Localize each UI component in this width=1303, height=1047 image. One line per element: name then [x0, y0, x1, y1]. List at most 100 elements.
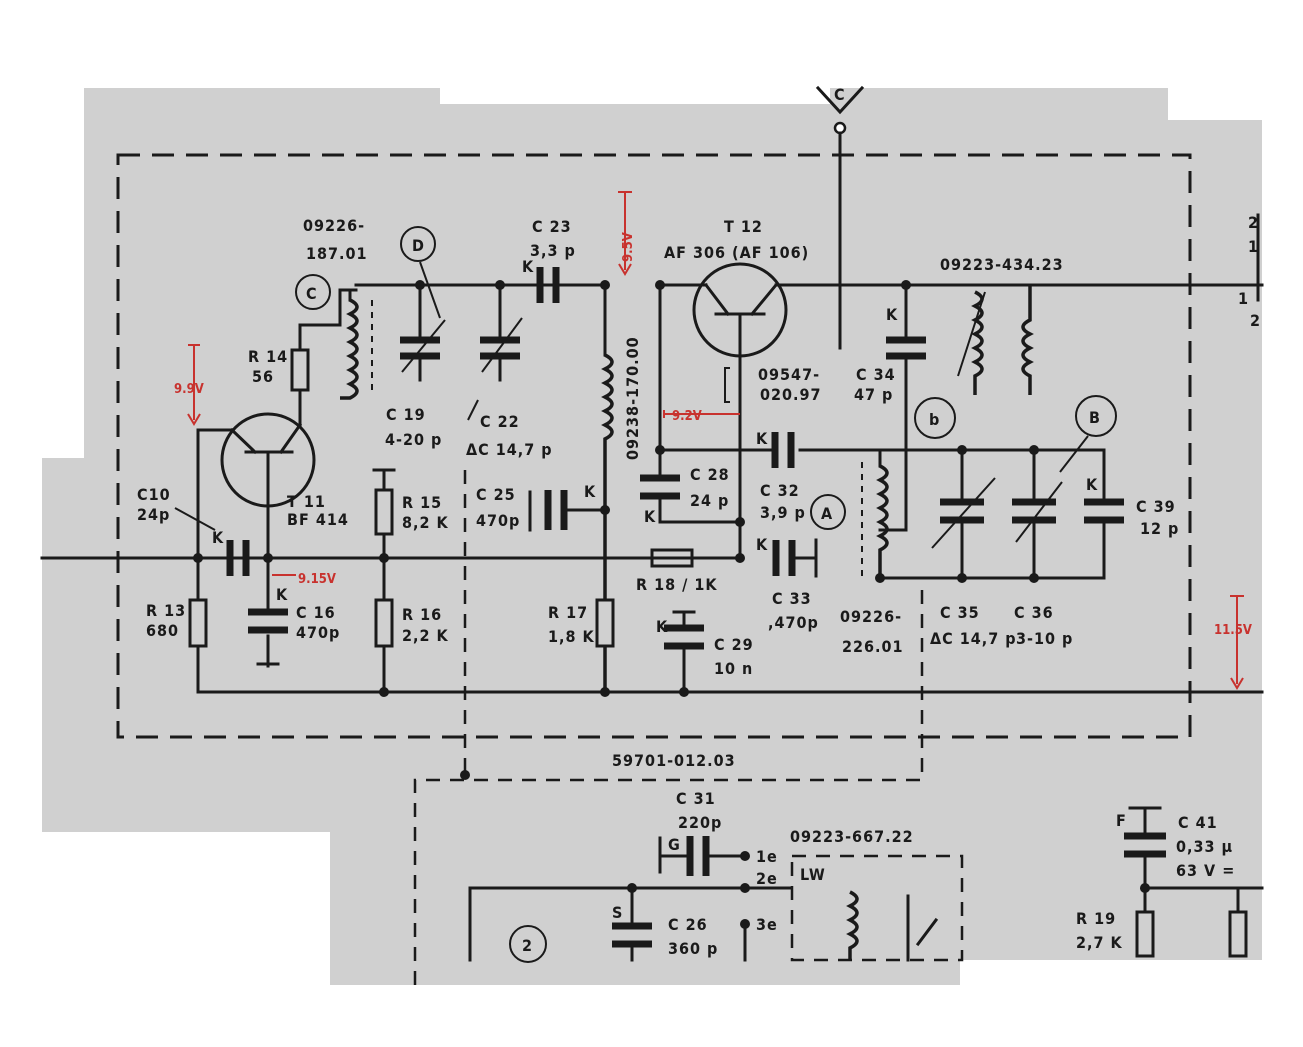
t11-base-wire: [196, 428, 234, 560]
c22-value: ΔC 14,7 p: [466, 440, 553, 459]
junction-dot: [957, 573, 967, 583]
marker-b-upper: [1075, 395, 1117, 437]
junction-dot: [379, 687, 389, 697]
junction-dot: [901, 280, 911, 290]
capacitor-c19: [400, 336, 440, 360]
r13-name: R 13: [146, 601, 186, 620]
t11-type: BF 414: [287, 510, 349, 529]
pin-k-c10: K: [212, 528, 224, 547]
marker-c: [295, 274, 331, 310]
r15-name: R 15: [402, 493, 442, 512]
capacitor-c26: [612, 922, 652, 948]
c28-value: 24 p: [690, 491, 729, 510]
junction-dot: [957, 445, 967, 455]
c36-trimmer-arrow: [1015, 435, 1089, 543]
t12-type: AF 306 (AF 106): [664, 243, 809, 262]
coil-09223-434-secondary: [1021, 285, 1034, 395]
module-part-number: 59701-012.03: [612, 751, 736, 770]
c41-wire: [1128, 806, 1162, 890]
voltage-t11-emitter: 9.15V: [298, 572, 336, 587]
c10-value: 24p: [137, 505, 170, 524]
pin-1e: 1e: [756, 847, 778, 866]
t12-electrodes: [703, 282, 779, 358]
voltage-t12-collector: 9.2V: [672, 409, 702, 424]
resistor-r19: [1135, 910, 1155, 958]
junction-dot: [735, 517, 745, 527]
pin-k-c34: K: [886, 305, 898, 324]
c31-value: 220p: [678, 813, 722, 832]
resistor-r18: [650, 548, 694, 568]
edge-digit-1b: 1: [1238, 289, 1249, 308]
pin-s-c26: S: [612, 903, 623, 922]
pin-k-c23: K: [522, 257, 534, 276]
c19-name: C 19: [386, 405, 426, 424]
coil-09223-667-label: 09223-667.22: [790, 827, 914, 846]
c36-name: C 36: [1014, 603, 1054, 622]
resistor-r16: [374, 598, 394, 648]
r19-name: R 19: [1076, 909, 1116, 928]
marker-d-letter: D: [412, 236, 425, 255]
c33-ground: [790, 538, 818, 578]
capacitor-c41: [1124, 832, 1166, 858]
c36-value: 3-10 p: [1016, 629, 1073, 648]
capacitor-c16: [248, 608, 288, 634]
marker-2-letter: 2: [522, 936, 533, 955]
voltage-marker-t11: [187, 344, 201, 426]
c22-name: C 22: [480, 412, 520, 431]
r14-name: R 14: [248, 347, 288, 366]
c41-value: 0,33 µ: [1176, 837, 1233, 856]
c35-variable-arrow: [931, 477, 996, 549]
lw-coil-box: [790, 854, 964, 962]
lw-coil-secondary: [906, 894, 939, 962]
pin-k-c29: K: [656, 617, 668, 636]
c28-name: C 28: [690, 465, 730, 484]
voltage-t11-supply: 9.9V: [174, 382, 204, 397]
top-arrow-letter: C: [834, 85, 846, 104]
coil-09238-label: 09238-170.00: [623, 336, 642, 460]
junction-dot: [460, 770, 470, 780]
c34-wire: [878, 283, 908, 532]
capacitor-c23: [536, 267, 560, 303]
resistor-r17: [595, 598, 615, 648]
t11-name: T 11: [287, 492, 326, 511]
coil-09226-226-line1: 09226-: [840, 607, 902, 626]
edge-digit-2b: 2: [1250, 311, 1261, 330]
c25-value: 470p: [476, 511, 520, 530]
junction-dot: [415, 280, 425, 290]
c32-value: 3,9 p: [760, 503, 806, 522]
c35-value: ΔC 14,7 p: [930, 629, 1017, 648]
module-border-dashed: [116, 153, 1192, 739]
marker-2: [509, 925, 547, 963]
voltage-marker-t12-base: [618, 191, 632, 276]
junction-dot: [495, 280, 505, 290]
coil-09223-434-primary: [971, 290, 984, 395]
pin-k-c25: K: [584, 482, 596, 501]
pin-k-c32: K: [756, 429, 768, 448]
c29-wire: [672, 610, 696, 694]
t12-shield-bracket: [724, 367, 730, 403]
r14-to-coil-wire: [298, 288, 358, 352]
resistor-r13: [188, 598, 208, 648]
c19-value: 4-20 p: [385, 430, 442, 449]
r16-value: 2,2 K: [402, 626, 449, 645]
r19-value: 2,7 K: [1076, 933, 1123, 952]
coil-09223-434-label: 09223-434.23: [940, 255, 1064, 274]
scanned-panel-background: [42, 88, 1262, 985]
c34-value: 47 p: [854, 385, 893, 404]
r16-name: R 16: [402, 605, 442, 624]
resistor-r15: [374, 488, 394, 536]
resistor-right-edge: [1228, 910, 1248, 958]
pin-g-c31: G: [668, 835, 681, 854]
coil-09238: [601, 353, 614, 692]
top-input-arrow: [815, 85, 865, 115]
c10-leader: [174, 507, 216, 531]
c35-name: C 35: [940, 603, 980, 622]
c16-value: 470p: [296, 623, 340, 642]
r15-value: 8,2 K: [402, 513, 449, 532]
coil-09226-187: [340, 298, 359, 400]
c23-value: 3,3 p: [530, 241, 576, 260]
junction-dot: [735, 553, 745, 563]
edge-digit-1: 1: [1248, 237, 1259, 256]
r18-name: R 18 / 1K: [636, 575, 718, 594]
